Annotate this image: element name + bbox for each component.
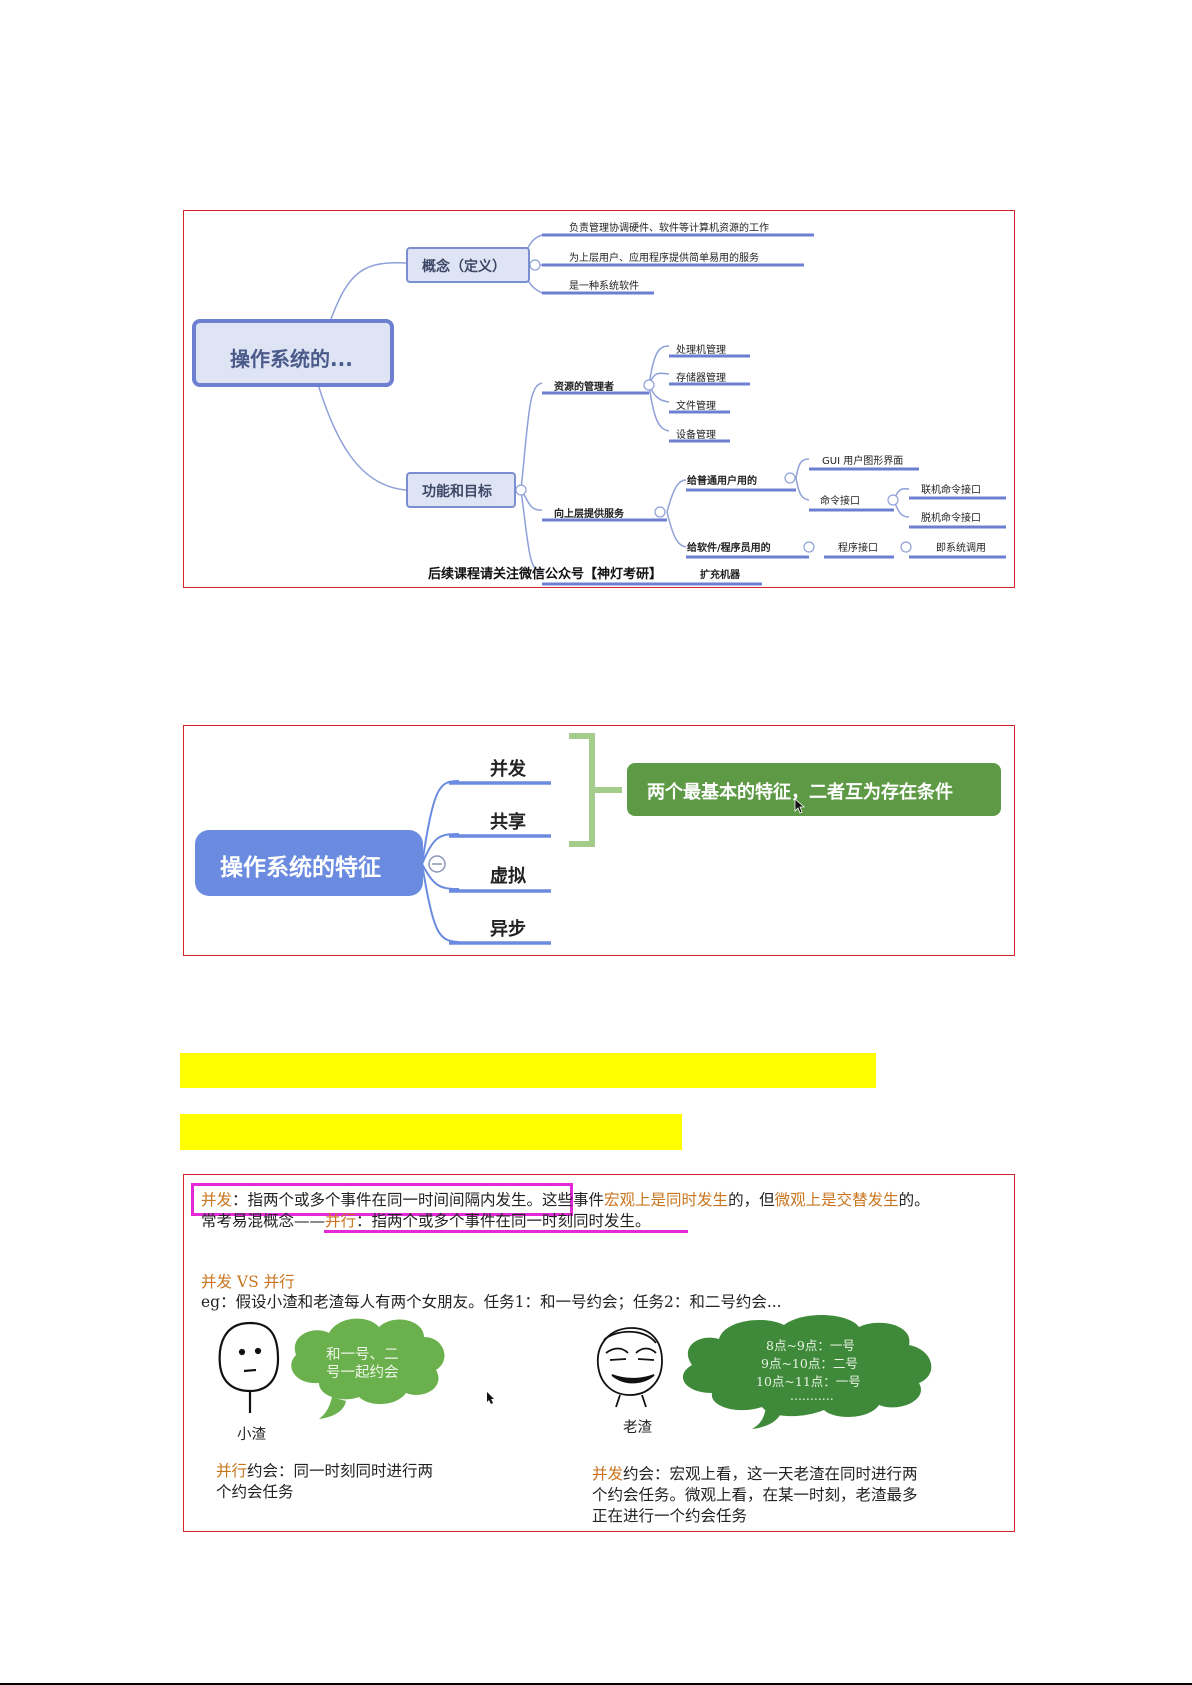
- goal-node: [406, 472, 516, 508]
- resource-item-1: 处理机管理: [676, 345, 726, 356]
- xiaozha-name: 小渣: [237, 1427, 266, 1443]
- feature-async: 异步: [490, 919, 526, 940]
- parallel-prefix: 常考易混概念——: [201, 1212, 326, 1230]
- left-caption-line-2: 个约会任务: [216, 1483, 294, 1501]
- right-caption-text-1: 约会：宏观上看，这一天老渣在同时进行两: [623, 1465, 918, 1483]
- micro-phrase: 微观上是交替发生: [774, 1191, 899, 1209]
- resource-manager-label: 资源的管理者: [554, 382, 614, 393]
- offline-cmd-label: 脱机命令接口: [921, 513, 981, 524]
- features-note-box: [627, 763, 1001, 816]
- online-cmd-label: 联机命令接口: [921, 485, 981, 496]
- concept-item-1: 负责管理协调硬件、软件等计算机资源的工作: [569, 223, 769, 234]
- resource-item-4: 设备管理: [676, 430, 716, 441]
- os-definition-mindmap: 操作系统的... 概念（定义） 负责管理协调硬件、软件等计算机资源的工作 为上层…: [183, 210, 1015, 588]
- concurrency-rest-c: 的。: [898, 1191, 930, 1209]
- mindmap-root-node: [192, 319, 394, 387]
- laozha-name: 老渣: [623, 1420, 652, 1436]
- feature-sharing: 共享: [490, 812, 526, 833]
- laozha-face-icon: [596, 1327, 663, 1408]
- cmd-interface-label: 命令接口: [820, 496, 860, 507]
- right-bubble-line-4: ...........: [790, 1388, 834, 1403]
- right-bubble-line-3: 10点~11点：一号: [756, 1374, 861, 1389]
- concurrency-definition-highlight-box: [191, 1183, 573, 1216]
- mindmap-connectors: [313, 233, 1006, 586]
- concurrency-rest-a: 这些事件: [542, 1191, 605, 1209]
- programmer-label: 给软件/程序员用的: [687, 543, 771, 554]
- right-bubble-line-2: 9点~10点：二号: [761, 1356, 858, 1371]
- resource-item-2: 存储器管理: [676, 373, 726, 384]
- eg-line: eg：假设小渣和老渣每人有两个女朋友。任务1：和一号约会；任务2：和二号约会..…: [201, 1293, 782, 1311]
- feature-virtual: 虚拟: [490, 866, 526, 887]
- concurrency-vs-parallel-panel: 并发：指两个或多个事件在同一时间间隔内发生。这些事件宏观上是同时发生的，但微观上…: [183, 1174, 1015, 1532]
- concept-item-2: 为上层用户、应用程序提供简单易用的服务: [569, 253, 759, 264]
- right-caption-line-1: 并发约会：宏观上看，这一天老渣在同时进行两: [592, 1462, 918, 1484]
- left-caption-text-1: 约会：同一时刻同时进行两: [247, 1462, 434, 1480]
- mouse-cursor-icon-2: [487, 1392, 494, 1404]
- right-caption-term: 并发: [592, 1465, 624, 1483]
- features-connectors: [421, 733, 622, 945]
- right-caption-line-3: 正在进行一个约会任务: [592, 1507, 748, 1525]
- concurrency-def-body: ：指两个或多个事件在同一时间间隔内发生。: [232, 1191, 543, 1209]
- left-caption-term: 并行: [216, 1462, 248, 1480]
- parallel-definition-underline: [324, 1230, 688, 1233]
- os-features-diagram: 操作系统的特征 并发 共享 虚拟 异步 两个最基本的特征，二者互为存在条件: [183, 725, 1015, 956]
- parallel-definition-line: 常考易混概念——并行：指两个或多个事件在同一时刻同时发生。: [201, 1209, 651, 1231]
- left-bubble-line-1: 和一号、二: [326, 1347, 399, 1363]
- right-caption-line-2: 个约会任务。微观上看，在某一时刻，老渣最多: [592, 1486, 918, 1504]
- concept-item-3: 是一种系统软件: [569, 281, 639, 292]
- concurrency-term: 并发: [201, 1191, 233, 1209]
- gui-label: GUI 用户图形界面: [822, 456, 904, 467]
- parallel-def-body: ：指两个或多个事件在同一时刻同时发生。: [356, 1212, 651, 1230]
- page-bottom-rule: [0, 1683, 1192, 1685]
- vs-title: 并发 VS 并行: [201, 1273, 295, 1291]
- concept-node: [406, 247, 530, 283]
- mindmap-caption: 后续课程请关注微信公众号【神灯考研】: [428, 567, 663, 582]
- mouse-cursor-icon: [794, 798, 806, 814]
- left-caption-line-1: 并行约会：同一时刻同时进行两: [216, 1459, 433, 1481]
- mindmap-root-label: 操作系统的...: [230, 347, 353, 371]
- highlight-strip-1: [180, 1053, 876, 1088]
- ordinary-user-label: 给普通用户用的: [687, 476, 757, 487]
- concurrency-rest-b: 的，但: [728, 1191, 775, 1209]
- concept-label: 概念（定义）: [422, 259, 506, 275]
- features-root-node: [195, 830, 423, 896]
- features-root-label: 操作系统的特征: [220, 855, 381, 881]
- parallel-term: 并行: [325, 1212, 357, 1230]
- xiaozha-face-icon: [218, 1321, 280, 1413]
- extend-machine-label: 扩充机器: [700, 570, 740, 581]
- feature-concurrency: 并发: [490, 759, 526, 780]
- resource-item-3: 文件管理: [676, 401, 716, 412]
- syscall-label: 即系统调用: [936, 543, 986, 554]
- left-bubble-line-2: 号一起约会: [326, 1365, 399, 1381]
- program-interface-label: 程序接口: [838, 543, 878, 554]
- goal-label: 功能和目标: [422, 484, 492, 500]
- macro-phrase: 宏观上是同时发生: [604, 1191, 729, 1209]
- features-note-label: 两个最基本的特征，二者互为存在条件: [647, 782, 953, 803]
- highlight-strip-2: [180, 1114, 682, 1150]
- upper-service-label: 向上层提供服务: [554, 509, 624, 520]
- right-bubble-line-1: 8点~9点：一号: [766, 1338, 855, 1353]
- concurrency-definition-line: 并发：指两个或多个事件在同一时间间隔内发生。这些事件宏观上是同时发生的，但微观上…: [201, 1188, 930, 1210]
